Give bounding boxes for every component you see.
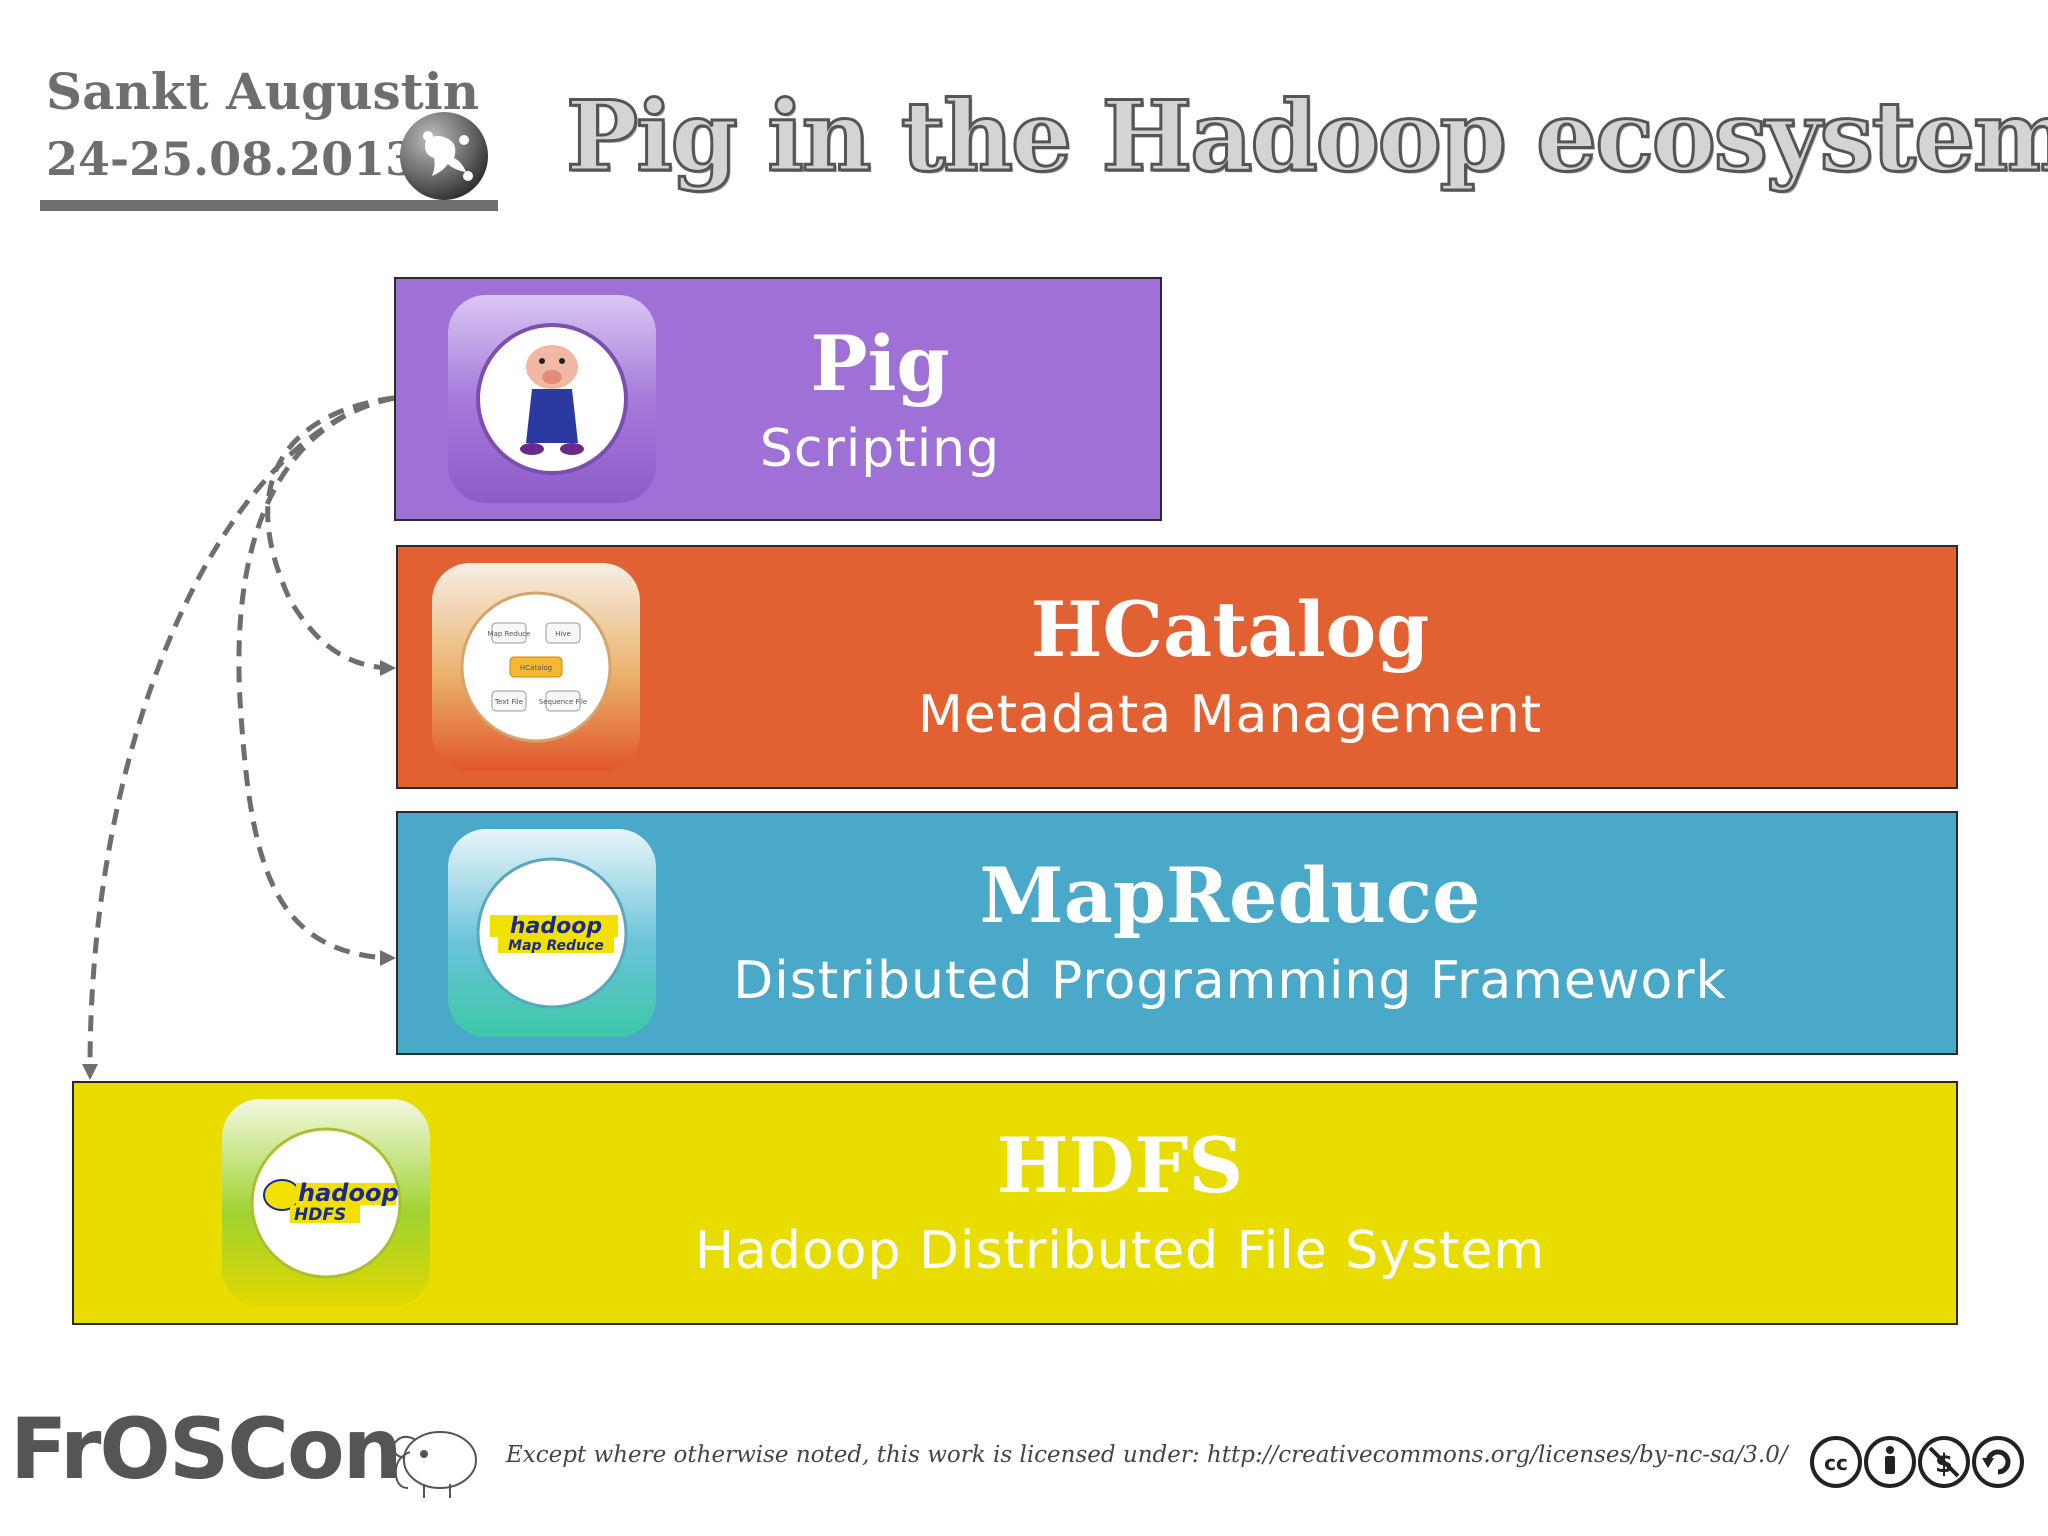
froscon-globe-icon bbox=[400, 112, 488, 200]
mapreduce-description: Distributed Programming Framework bbox=[733, 951, 1727, 1011]
arrow-pig-to-hcatalog bbox=[265, 395, 395, 671]
hdfs-description: Hadoop Distributed File System bbox=[694, 1221, 1546, 1281]
mr-icon-label: hadoop bbox=[510, 914, 602, 939]
layer-pig: Pig Scripting bbox=[394, 277, 1162, 521]
slide-title: Pig in the Hadoop ecosystem bbox=[565, 79, 2048, 195]
layer-hdfs: hadoop HDFS HDFS Hadoop Distributed File… bbox=[72, 1081, 1958, 1325]
hcat-icon-label: Map Reduce bbox=[488, 630, 531, 638]
license-text: Except where otherwise noted, this work … bbox=[506, 1442, 1788, 1468]
svg-text:cc: cc bbox=[1824, 1451, 1848, 1475]
cc-icon bbox=[1810, 1436, 1862, 1488]
hdfs-name: HDFS bbox=[996, 1121, 1244, 1210]
hadoop-hdfs-icon: hadoop HDFS bbox=[222, 1099, 430, 1307]
hcat-icon-label: Text File bbox=[494, 698, 523, 706]
pig-icon bbox=[448, 295, 656, 503]
event-city: Sankt Augustin bbox=[46, 62, 480, 121]
layer-mapreduce: hadoop Map Reduce MapReduce Distributed … bbox=[396, 811, 1958, 1055]
hcat-icon-label: Sequence File bbox=[539, 698, 587, 706]
mr-icon-label: Map Reduce bbox=[508, 938, 604, 954]
event-date: 24-25.08.2013 bbox=[46, 132, 418, 186]
mapreduce-name: MapReduce bbox=[979, 851, 1481, 940]
hdfs-icon-label: HDFS bbox=[294, 1205, 346, 1225]
hdfs-icon-label: hadoop bbox=[298, 1179, 399, 1207]
hadoop-mapreduce-icon: hadoop Map Reduce bbox=[448, 829, 656, 1037]
hcat-icon-label: Hive bbox=[555, 630, 571, 638]
cc-license-badges: cc $ bbox=[1810, 1436, 2024, 1488]
pig-name: Pig bbox=[810, 319, 950, 408]
arrow-pig-to-hdfs bbox=[87, 395, 395, 1069]
arrowhead-mapreduce bbox=[380, 950, 396, 966]
hcatalog-diagram-icon: Map Reduce Hive HCatalog Text File Seque… bbox=[432, 563, 640, 771]
arrowhead-hdfs bbox=[82, 1064, 98, 1080]
hcatalog-description: Metadata Management bbox=[917, 685, 1543, 745]
layer-hcatalog: Map Reduce Hive HCatalog Text File Seque… bbox=[396, 545, 1958, 789]
pig-description: Scripting bbox=[759, 419, 1001, 479]
arrow-pig-to-mapreduce bbox=[236, 395, 395, 961]
sa-icon bbox=[1972, 1436, 2024, 1488]
event-block: Sankt Augustin 24-25.08.2013 bbox=[40, 58, 500, 213]
arrowhead-hcatalog bbox=[380, 660, 396, 676]
event-underline bbox=[40, 200, 498, 211]
hadoop-elephant-icon bbox=[392, 1431, 477, 1498]
hcatalog-name: HCatalog bbox=[1030, 585, 1430, 674]
froscon-logo: FrOSCon bbox=[10, 1400, 402, 1498]
hcat-icon-label: HCatalog bbox=[520, 664, 552, 672]
